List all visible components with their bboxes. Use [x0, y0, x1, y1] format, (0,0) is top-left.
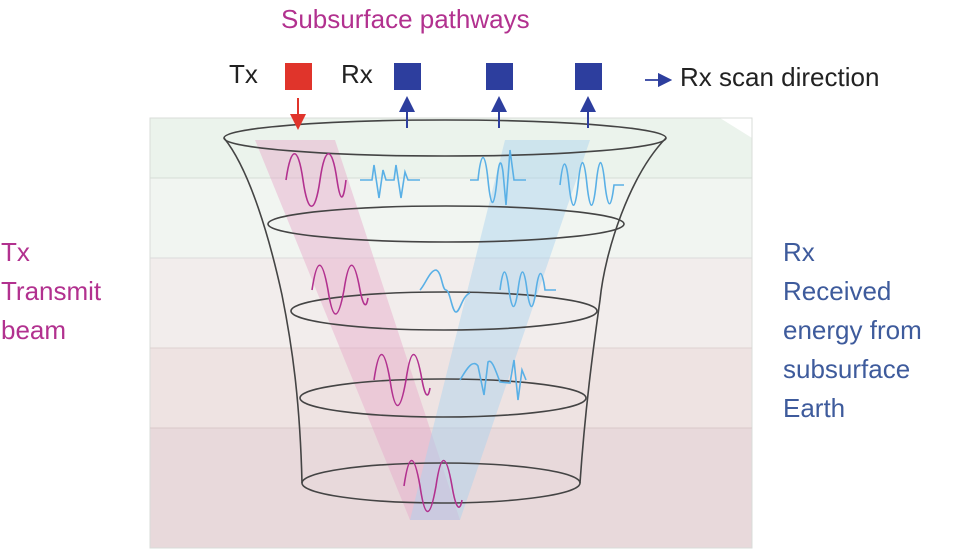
rx-label: Rx [341, 59, 373, 89]
received-energy-caption: Rx Received energy from subsurface Earth [783, 233, 922, 428]
tx-label: Tx [229, 59, 258, 89]
earth-layer [150, 348, 752, 428]
transmit-caption-line: beam [1, 315, 67, 345]
rx-square-icon [394, 63, 421, 90]
rx-square-icon [575, 63, 602, 90]
funnel-ring [290, 291, 598, 331]
earth-block-front-edge [149, 117, 753, 549]
received-wavelet [360, 164, 420, 199]
received-caption-line: Received [783, 276, 892, 306]
funnel-ring [267, 205, 625, 243]
received-wavelets [360, 149, 624, 401]
rx-square-icon [486, 63, 513, 90]
funnel-wall-right [579, 137, 667, 484]
funnel-ring [299, 378, 587, 418]
transmit-beam-caption: Tx Transmit beam [1, 233, 101, 350]
funnel-top-ring [223, 119, 667, 157]
earth-layer [150, 178, 752, 258]
transmit-wavelet [373, 354, 431, 406]
received-wavelet [459, 359, 527, 401]
scan-direction-label: Rx scan direction [680, 62, 880, 92]
tx-square-icon [285, 63, 312, 90]
transmit-wavelet [311, 264, 369, 315]
received-caption-line: subsurface [783, 354, 911, 384]
received-wavelet [499, 271, 556, 308]
transmit-caption-line: Transmit [1, 276, 102, 306]
transmit-caption-line: Tx [1, 237, 30, 267]
transmit-wavelet [285, 153, 347, 207]
received-caption-line: Rx [783, 237, 815, 267]
funnel-wall-left [223, 137, 303, 484]
diagram-title: Subsurface pathways [281, 4, 530, 34]
received-wavelet [470, 149, 526, 206]
received-wavelet [559, 161, 624, 207]
received-beam-shape [410, 140, 590, 520]
received-caption-line: Earth [783, 393, 846, 423]
receivers [394, 63, 602, 128]
transmit-wavelets [285, 153, 463, 512]
transmit-wavelet [403, 460, 463, 512]
earth-layer [150, 118, 752, 178]
received-wavelet [419, 269, 471, 313]
transmitter [285, 63, 312, 130]
received-caption-line: energy from [783, 315, 922, 345]
